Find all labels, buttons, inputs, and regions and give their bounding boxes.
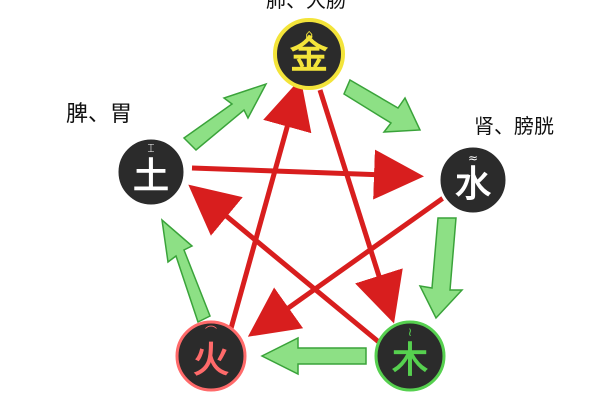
earth-symbol-icon: ⌶ — [147, 141, 154, 155]
node-fire: 火 ⌒ — [175, 320, 247, 392]
label-earth-organs: 脾、胃 — [66, 102, 133, 127]
label-metal-organs: 肺、大肠 — [266, 0, 346, 12]
arrow-metal-to-wood — [317, 89, 403, 324]
node-metal-char: 金 — [289, 33, 329, 77]
fire-symbol-icon: ⌒ — [205, 325, 217, 339]
generating-arrows — [160, 78, 464, 376]
arrow-wood-to-fire — [260, 336, 367, 376]
arrow-fire-to-metal — [227, 78, 312, 333]
arrow-metal-to-water — [343, 78, 422, 133]
metal-symbol-icon: ⌂ — [305, 27, 313, 41]
wood-symbol-icon: ≀ — [408, 325, 413, 339]
controlling-arrows — [188, 78, 448, 345]
arrow-water-to-fire — [247, 193, 448, 337]
arrow-earth-to-water — [191, 149, 424, 200]
node-water: 水 ≈ — [437, 144, 509, 216]
arrow-water-to-wood — [418, 217, 464, 320]
node-earth-char: 土 — [133, 156, 169, 197]
arrow-wood-to-earth — [188, 184, 382, 345]
node-earth: 土 ⌶ — [115, 136, 187, 208]
arrow-earth-to-metal — [182, 82, 268, 152]
node-wood-char: 木 — [392, 340, 428, 381]
node-wood: 木 ≀ — [374, 320, 446, 392]
label-water-organs: 肾、膀胱 — [474, 114, 554, 138]
water-symbol-icon: ≈ — [468, 151, 478, 165]
node-fire-char: 火 — [193, 340, 229, 381]
node-water-char: 水 — [455, 164, 492, 205]
node-metal: 金 ⌂ — [273, 18, 345, 90]
arrow-fire-to-earth — [160, 218, 211, 324]
